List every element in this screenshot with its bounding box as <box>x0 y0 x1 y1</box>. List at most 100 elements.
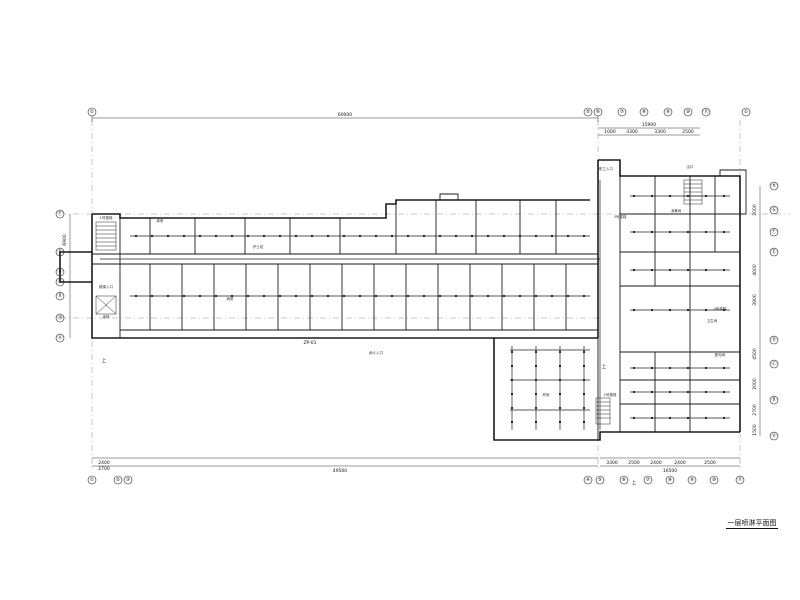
sprinkler-head <box>650 230 654 234</box>
svg-text:3号楼梯: 3号楼梯 <box>614 214 627 219</box>
sprinkler-head <box>358 234 362 238</box>
svg-text:Ⓓ: Ⓓ <box>771 336 776 343</box>
sprinkler-head <box>686 366 690 370</box>
svg-text:⑪: ⑪ <box>703 108 708 115</box>
sprinkler-head <box>582 378 586 382</box>
sprinkler-head <box>246 294 250 298</box>
sprinkler-head <box>558 420 562 424</box>
sprinkler-head <box>582 294 586 298</box>
svg-text:2500: 2500 <box>682 129 694 135</box>
svg-text:①: ① <box>90 109 95 115</box>
sprinkler-head <box>534 420 538 424</box>
sprinkler-head <box>558 392 562 396</box>
svg-text:上: 上 <box>602 363 607 370</box>
svg-text:⑦: ⑦ <box>620 109 625 115</box>
svg-text:⑥: ⑥ <box>596 109 601 115</box>
sprinkler-head <box>722 416 726 420</box>
sprinkler-head <box>558 378 562 382</box>
svg-text:3300: 3300 <box>654 129 666 135</box>
svg-text:2400: 2400 <box>674 460 686 466</box>
svg-text:病房: 病房 <box>227 296 234 301</box>
sprinkler-head <box>486 234 490 238</box>
sprinkler-head <box>438 294 442 298</box>
sprinkler-head <box>686 308 690 312</box>
svg-text:2号楼梯: 2号楼梯 <box>604 392 617 397</box>
sprinkler-head <box>326 234 330 238</box>
svg-text:⑤: ⑤ <box>586 109 590 115</box>
sprinkler-heads <box>134 194 726 424</box>
stair-lower <box>595 397 611 425</box>
svg-text:3900: 3900 <box>752 294 758 306</box>
sprinkler-head <box>214 234 218 238</box>
sprinkler-head <box>510 420 514 424</box>
sprinkler-head <box>150 294 154 298</box>
svg-text:病人入口: 病人入口 <box>369 350 383 355</box>
sprinkler-head <box>632 268 636 272</box>
sprinkler-head <box>510 392 514 396</box>
sprinkler-head <box>704 366 708 370</box>
sprinkler-head <box>558 364 562 368</box>
sprinkler-head <box>582 234 586 238</box>
svg-text:Ⓒ: Ⓒ <box>771 360 776 367</box>
dim-top-overall: 60000 <box>338 112 352 118</box>
sprinkler-head <box>310 234 314 238</box>
sprinkler-head <box>310 294 314 298</box>
svg-text:1号楼梯: 1号楼梯 <box>100 215 113 220</box>
sprinkler-head <box>550 234 554 238</box>
sprinkler-head <box>558 350 562 354</box>
svg-text:护士站: 护士站 <box>253 244 264 249</box>
sprinkler-head <box>198 294 202 298</box>
svg-text:④: ④ <box>586 477 591 483</box>
sprinkler-head <box>246 234 250 238</box>
svg-text:Ⓑ: Ⓑ <box>57 292 62 299</box>
sprinkler-head <box>406 234 410 238</box>
svg-text:1000: 1000 <box>604 129 616 135</box>
sprinkler-head <box>632 390 636 394</box>
stair-right <box>683 179 703 205</box>
axis-bubble-top-1 <box>87 107 97 117</box>
grid-lines <box>60 120 790 470</box>
svg-text:②: ② <box>116 477 121 483</box>
svg-text:出口: 出口 <box>687 164 695 169</box>
sprinkler-head <box>262 234 266 238</box>
svg-text:消毒间: 消毒间 <box>671 208 682 213</box>
sprinkler-head <box>454 234 458 238</box>
sprinkler-head <box>422 294 426 298</box>
svg-text:⑨: ⑨ <box>666 109 670 115</box>
svg-text:⑥: ⑥ <box>622 477 627 483</box>
svg-text:上: 上 <box>632 479 637 486</box>
sprinkler-head <box>632 416 636 420</box>
top-dimension-chain: 60000 ① <box>87 107 599 122</box>
sprinkler-head <box>632 308 636 312</box>
sprinkler-head <box>632 194 636 198</box>
sprinkler-head <box>390 234 394 238</box>
sprinkler-head <box>582 406 586 410</box>
sprinkler-head <box>668 390 672 394</box>
sprinkler-head <box>262 294 266 298</box>
sprinkler-head <box>704 416 708 420</box>
sprinkler-head <box>704 390 708 394</box>
sprinkler-head <box>342 294 346 298</box>
drawing-title: 一层喷淋平面图 <box>727 519 777 527</box>
svg-text:Ⓑ: Ⓑ <box>771 396 776 403</box>
drawing-labels: ZP-01 上 上 上 病人入口 职工入口 出口 楼梯入口 2号楼梯 3号楼梯 … <box>99 164 727 486</box>
sprinkler-head <box>502 234 506 238</box>
sprinkler-head <box>486 294 490 298</box>
svg-text:库房: 库房 <box>157 218 164 223</box>
sprinkler-head <box>582 350 586 354</box>
svg-text:Ⓗ: Ⓗ <box>771 182 776 189</box>
svg-text:职工入口: 职工入口 <box>599 166 613 171</box>
svg-text:⑦: ⑦ <box>646 477 651 483</box>
sprinkler-head <box>668 230 672 234</box>
sprinkler-head <box>686 268 690 272</box>
sprinkler-head <box>534 294 538 298</box>
dim-bottom-right-overall: 16500 <box>663 468 677 474</box>
svg-text:2400: 2400 <box>650 460 662 466</box>
svg-text:2400: 2400 <box>98 460 110 466</box>
svg-text:2500: 2500 <box>628 460 640 466</box>
sprinkler-head <box>134 234 138 238</box>
sprinkler-head <box>182 294 186 298</box>
svg-text:3300: 3300 <box>626 129 638 135</box>
drawing-title-block: 一层喷淋平面图 <box>726 518 778 532</box>
